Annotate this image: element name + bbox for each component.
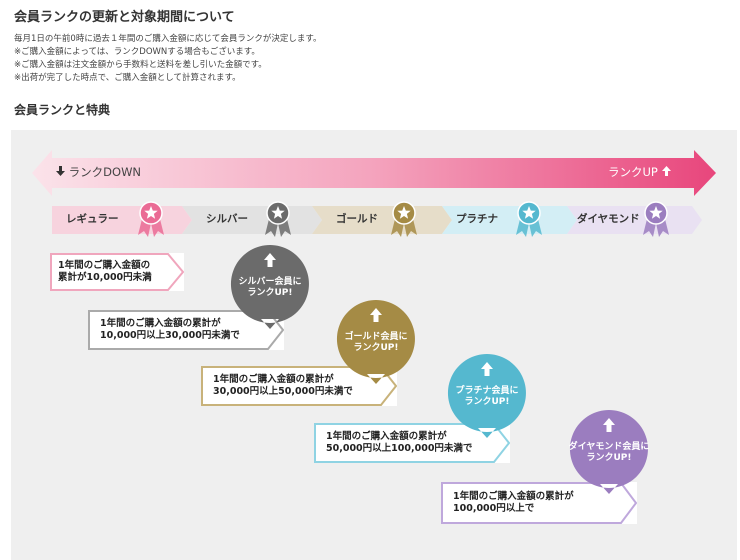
- arrow-up-icon: [603, 418, 615, 432]
- condition-line: 1年間のご購入金額の累計が: [213, 374, 334, 385]
- rank-down-label: ランクDOWN: [56, 164, 141, 180]
- arrow-down-icon: [56, 166, 65, 176]
- bubble-shape: [447, 354, 526, 438]
- bubble-shape: [336, 300, 415, 384]
- condition-text: 1年間のご購入金額の累計が 50,000円以上100,000円未満で: [326, 431, 472, 455]
- condition-frame: [88, 310, 284, 350]
- condition-text: 1年間のご購入金額の 累計が10,000円未満: [58, 260, 152, 284]
- tier-regular-label: レギュラー: [66, 213, 119, 225]
- intro-line: ※ご購入金額は注文金額から手数料と送料を差し引いた金額です。: [14, 60, 267, 70]
- condition-line: 1年間のご購入金額の累計が: [326, 431, 447, 442]
- rank-up-text: ランクUP: [608, 165, 658, 179]
- tier-silver: シルバー: [182, 204, 312, 234]
- intro-line: ※出荷が完了した時点で、ご購入金額として計算されます。: [14, 73, 241, 83]
- bubble-line: ゴールド会員に: [344, 332, 408, 342]
- arrow-up-icon: [481, 362, 493, 376]
- bubble-line: ダイヤモンド会員に: [568, 442, 650, 452]
- condition-line: 1年間のご購入金額の累計が: [453, 491, 574, 502]
- bubble-line: ランクUP!: [586, 453, 632, 463]
- condition-line: 10,000円以上30,000円未満で: [100, 330, 240, 341]
- bubble-shape: [230, 245, 309, 329]
- bubble-text: シルバー会員に ランクUP!: [229, 277, 311, 299]
- condition-line: 30,000円以上50,000円未満で: [213, 386, 353, 397]
- condition-line: 1年間のご購入金額の: [58, 260, 151, 271]
- rankup-bubble-platinum: プラチナ会員に ランクUP!: [446, 352, 528, 438]
- tier-regular: レギュラー: [52, 204, 182, 234]
- bubble-line: シルバー会員に: [238, 277, 302, 287]
- tier-silver-label: シルバー: [206, 213, 248, 225]
- rankup-bubble-gold: ゴールド会員に ランクUP!: [335, 298, 417, 384]
- tier-platinum: プラチナ: [442, 204, 567, 234]
- bubble-text: ダイヤモンド会員に ランクUP!: [568, 442, 650, 464]
- tier-gold: ゴールド: [312, 204, 442, 234]
- intro-line: ※ご購入金額によっては、ランクDOWNする場合もございます。: [14, 47, 260, 57]
- bubble-line: プラチナ会員に: [455, 386, 519, 396]
- rank-down-text: ランクDOWN: [68, 165, 142, 179]
- condition-line: 100,000円以上で: [453, 503, 535, 514]
- rank-up-label: ランクUP: [608, 164, 671, 180]
- bubble-text: ゴールド会員に ランクUP!: [335, 332, 417, 354]
- tier-diamond-label: ダイヤモンド: [577, 213, 640, 225]
- bubble-text: プラチナ会員に ランクUP!: [446, 386, 528, 408]
- arrow-up-icon: [264, 253, 276, 267]
- condition-text: 1年間のご購入金額の累計が 100,000円以上で: [453, 491, 574, 515]
- rank-direction-arrow: [32, 150, 716, 196]
- arrow-up-icon: [370, 308, 382, 322]
- condition-line: 累計が10,000円未満: [58, 272, 152, 283]
- tier-platinum-label: プラチナ: [456, 213, 498, 225]
- condition-text: 1年間のご購入金額の累計が 10,000円以上30,000円未満で: [100, 318, 240, 342]
- condition-text: 1年間のご購入金額の累計が 30,000円以上50,000円未満で: [213, 374, 353, 398]
- bubble-line: ランクUP!: [353, 343, 399, 353]
- intro-text: 毎月1日の午前0時に過去１年間のご購入金額に応じて会員ランクが決定します。 ※ご…: [14, 33, 321, 85]
- condition-line: 50,000円以上100,000円未満で: [326, 443, 473, 454]
- arrow-up-icon: [661, 166, 671, 176]
- condition-diamond: 1年間のご購入金額の累計が 100,000円以上で: [441, 482, 637, 524]
- condition-line: 1年間のご購入金額の累計が: [100, 318, 221, 329]
- rankup-bubble-diamond: ダイヤモンド会員に ランクUP!: [568, 408, 650, 494]
- bubble-line: ランクUP!: [247, 288, 293, 298]
- bubble-line: ランクUP!: [464, 397, 510, 407]
- tier-diamond: ダイヤモンド: [567, 204, 692, 234]
- intro-line: 毎月1日の午前0時に過去１年間のご購入金額に応じて会員ランクが決定します。: [14, 34, 322, 44]
- bubble-shape: [569, 410, 648, 494]
- tier-gold-label: ゴールド: [336, 213, 378, 225]
- rankup-bubble-silver: シルバー会員に ランクUP!: [229, 243, 311, 329]
- condition-frame: [50, 253, 184, 291]
- section-heading: 会員ランクと特典: [14, 103, 111, 117]
- condition-regular: 1年間のご購入金額の 累計が10,000円未満: [50, 253, 184, 291]
- page-heading: 会員ランクの更新と対象期間について: [14, 10, 235, 25]
